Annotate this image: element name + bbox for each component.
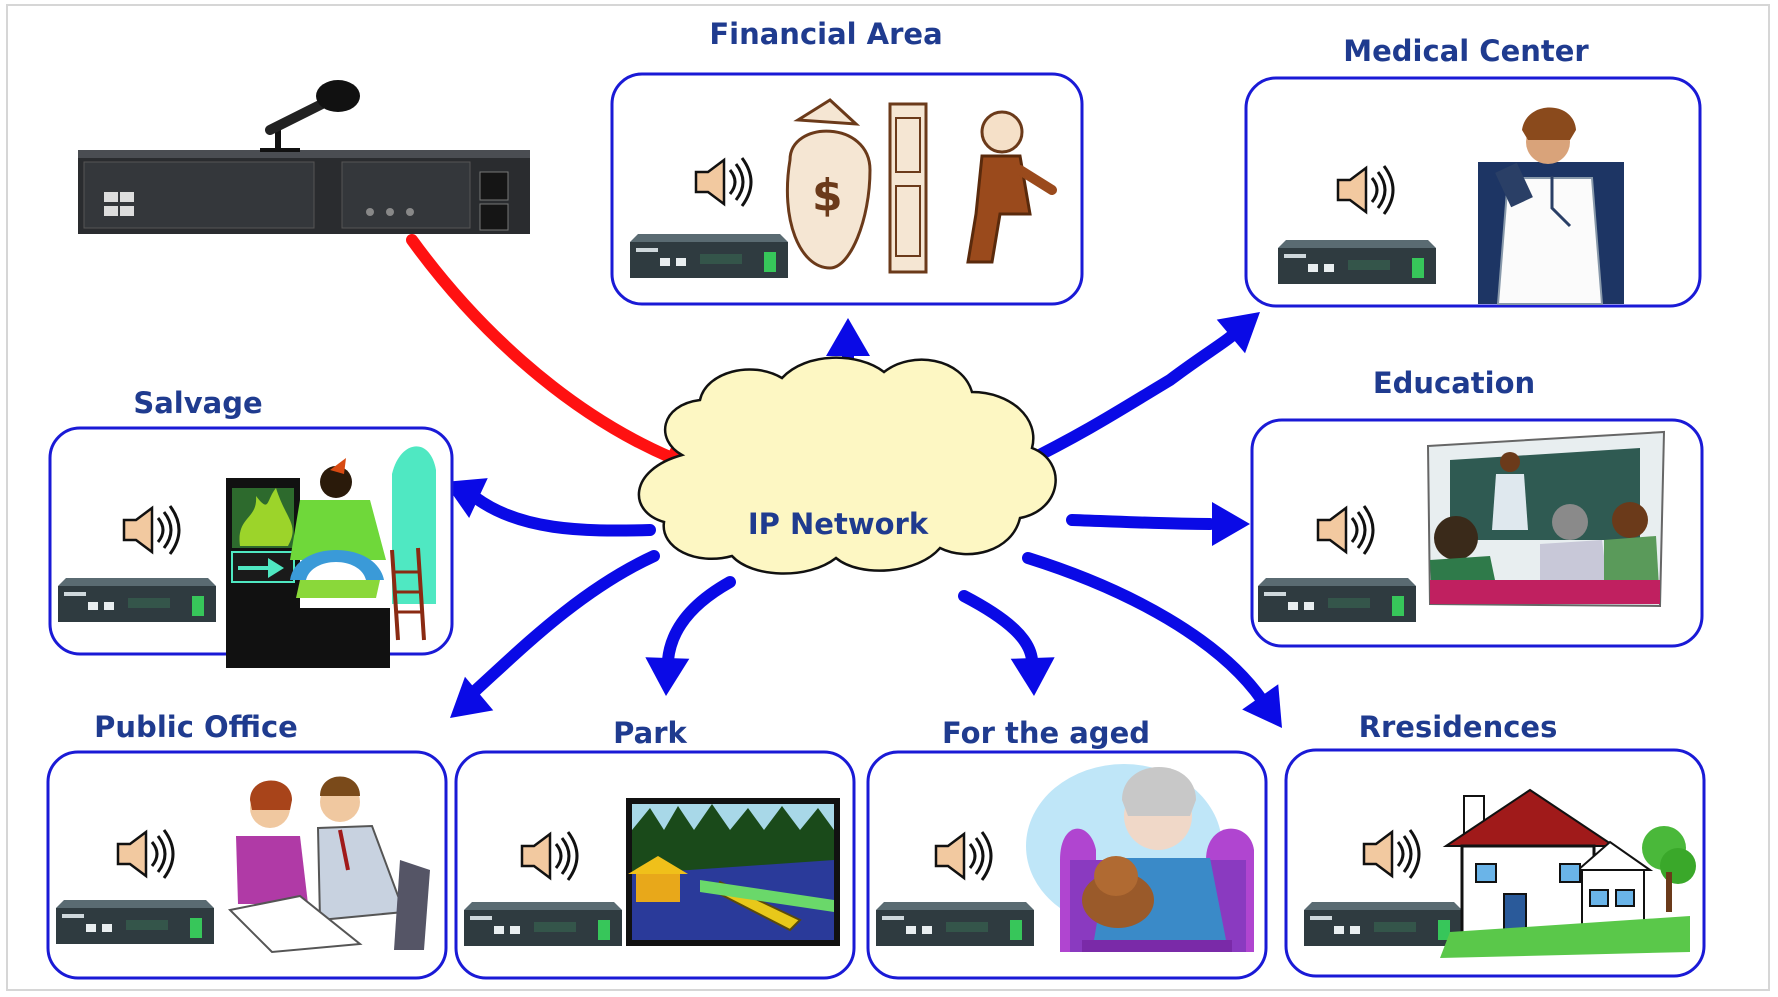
voip-gateway-device bbox=[630, 234, 788, 278]
voip-gateway-device bbox=[876, 902, 1034, 946]
arrow-to-residences-head bbox=[1242, 684, 1282, 728]
arrow-to-park bbox=[662, 576, 736, 666]
arrow-to-park-head bbox=[645, 657, 690, 696]
scene-classroom bbox=[1426, 430, 1666, 608]
arrow-to-residences bbox=[1022, 552, 1268, 706]
arrow-to-salvage-head bbox=[444, 478, 488, 518]
voip-gateway-device bbox=[464, 902, 622, 946]
label-financial-area: Financial Area bbox=[709, 17, 943, 51]
label-medical-center: Medical Center bbox=[1343, 34, 1589, 68]
scene-doctor bbox=[1478, 107, 1624, 305]
destination-box-medical-center bbox=[1244, 76, 1702, 308]
arrow-to-medical-center-head bbox=[1216, 312, 1260, 354]
label-residences: Rresidences bbox=[1358, 710, 1558, 744]
scene-house bbox=[1440, 788, 1696, 958]
arrow-to-for-the-aged bbox=[958, 590, 1038, 666]
scene-elderly-woman bbox=[1026, 764, 1254, 952]
arrow-to-education bbox=[1066, 514, 1216, 530]
arrow-to-for-the-aged-head bbox=[1010, 657, 1055, 696]
scene-office-workers bbox=[227, 776, 430, 954]
voip-gateway-device bbox=[56, 900, 214, 944]
arrow-to-financial-area-head bbox=[826, 318, 870, 356]
scene-lake-canoe bbox=[626, 798, 840, 946]
label-park: Park bbox=[613, 716, 687, 750]
label-for-the-aged: For the aged bbox=[942, 716, 1150, 750]
connection-arrows bbox=[406, 234, 1282, 728]
arrow-to-education-head bbox=[1212, 502, 1250, 546]
ip-network-label: IP Network bbox=[747, 507, 929, 541]
svg-text:$: $ bbox=[812, 170, 843, 221]
label-public-office: Public Office bbox=[94, 710, 298, 744]
arrow-source-to-network bbox=[406, 234, 678, 464]
paging-console bbox=[78, 80, 530, 234]
voip-gateway-device bbox=[1258, 578, 1416, 622]
arrow-to-public-office-head bbox=[450, 676, 494, 718]
label-education: Education bbox=[1372, 366, 1536, 400]
voip-gateway-device bbox=[58, 578, 216, 622]
arrow-to-public-office bbox=[470, 550, 660, 696]
scene-money-bag-at-door: $ bbox=[785, 98, 1057, 274]
label-salvage: Salvage bbox=[133, 386, 263, 420]
slide-frame bbox=[6, 4, 1770, 991]
arrow-to-medical-center bbox=[1014, 322, 1246, 471]
voip-gateway-device bbox=[1278, 240, 1436, 284]
ip-network-cloud bbox=[637, 356, 1057, 575]
voip-gateway-device bbox=[1304, 902, 1462, 946]
scene-fire-exit bbox=[226, 446, 436, 668]
arrow-to-salvage bbox=[470, 492, 656, 537]
